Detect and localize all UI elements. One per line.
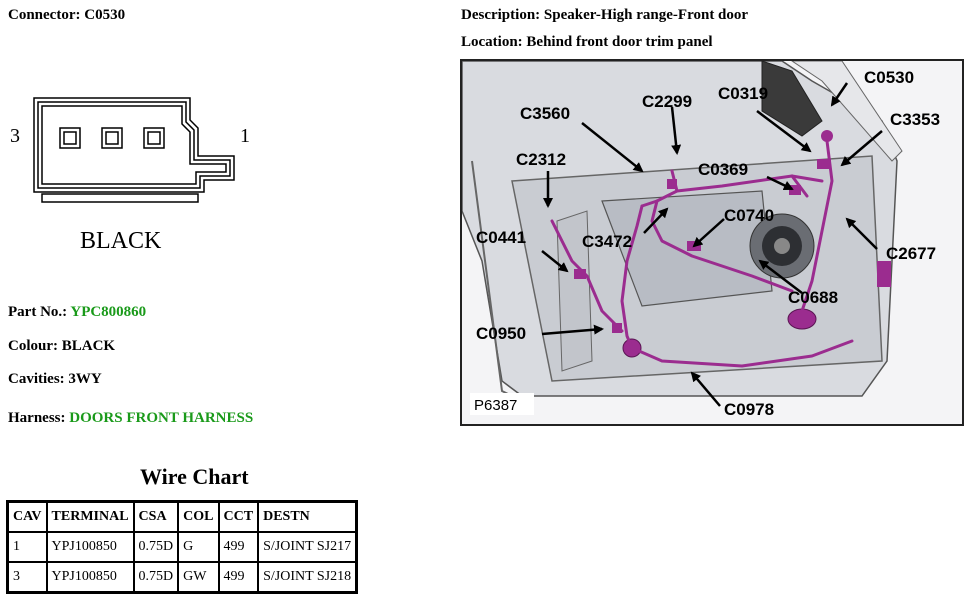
callout-c3472: C3472 (582, 232, 632, 251)
colour-label: Colour: BLACK (8, 338, 116, 354)
callout-c0369: C0369 (698, 160, 748, 179)
part-no-link[interactable]: YPC800860 (70, 304, 147, 320)
callout-c2312: C2312 (516, 150, 566, 169)
cell-destn: S/JOINT SJ218 (257, 561, 358, 594)
callout-c0319: C0319 (718, 84, 768, 103)
table-row: 1 YPJ100850 0.75D G 499 S/JOINT SJ217 (6, 531, 358, 563)
header-cct: CCT (217, 500, 260, 533)
callout-c0441: C0441 (476, 228, 526, 247)
wire-chart-table: CAV TERMINAL CSA COL CCT DESTN 1 YPJ1008… (6, 500, 359, 594)
cell-csa: 0.75D (132, 561, 180, 594)
cell-terminal: YPJ100850 (45, 561, 135, 594)
cell-terminal: YPJ100850 (45, 531, 135, 563)
connector-label: Connector: C0530 (8, 7, 126, 23)
callout-c0978: C0978 (724, 400, 774, 419)
cell-cav: 3 (6, 561, 48, 594)
header-csa: CSA (132, 500, 180, 533)
pin-1-label: 1 (240, 125, 250, 147)
cavities-value: 3WY (68, 371, 102, 387)
callout-c2677: C2677 (886, 244, 936, 263)
door-diagram-svg: C0530 C0319 C2299 C3560 C3353 C0369 C231… (462, 61, 940, 419)
harness-label: Harness: DOORS FRONT HARNESS (8, 410, 254, 426)
header-cav: CAV (6, 500, 48, 533)
callout-c3560: C3560 (520, 104, 570, 123)
header-col: COL (177, 500, 220, 533)
wire-chart-title: Wire Chart (140, 464, 249, 489)
callout-c0530: C0530 (864, 68, 914, 87)
connector-face-drawing: 3 1 BLACK (10, 97, 250, 254)
cell-destn: S/JOINT SJ217 (257, 531, 358, 563)
diagram-reference-code: P6387 (474, 397, 517, 414)
cell-cct: 499 (217, 531, 260, 563)
harness-link[interactable]: DOORS FRONT HARNESS (69, 410, 254, 426)
cell-cav: 1 (6, 531, 48, 563)
callout-c0950: C0950 (476, 324, 526, 343)
cavities-label: Cavities: 3WY (8, 371, 102, 387)
callout-c0688: C0688 (788, 288, 838, 307)
description-value: Speaker-High range-Front door (543, 7, 749, 23)
cell-cct: 499 (217, 561, 260, 594)
pin-3-label: 3 (10, 125, 20, 147)
cell-col: G (177, 531, 220, 563)
header-terminal: TERMINAL (45, 500, 135, 533)
header-destn: DESTN (257, 500, 358, 533)
callout-c3353: C3353 (890, 110, 940, 129)
connector-id: C0530 (84, 7, 126, 23)
part-no-label: Part No.: YPC800860 (8, 304, 147, 320)
connector-color-text: BLACK (80, 228, 162, 254)
cell-col: GW (177, 561, 220, 594)
location-label: Location: Behind front door trim panel (461, 34, 713, 50)
door-harness-diagram: C0530 C0319 C2299 C3560 C3353 C0369 C231… (460, 59, 964, 426)
callout-c0740: C0740 (724, 206, 774, 225)
location-value: Behind front door trim panel (526, 34, 713, 50)
table-row: 3 YPJ100850 0.75D GW 499 S/JOINT SJ218 (6, 561, 358, 594)
wire-chart-header-row: CAV TERMINAL CSA COL CCT DESTN (6, 500, 358, 533)
description-label: Description: Speaker-High range-Front do… (461, 7, 749, 23)
cell-csa: 0.75D (132, 531, 180, 563)
callout-c2299: C2299 (642, 92, 692, 111)
colour-value: BLACK (61, 338, 116, 354)
